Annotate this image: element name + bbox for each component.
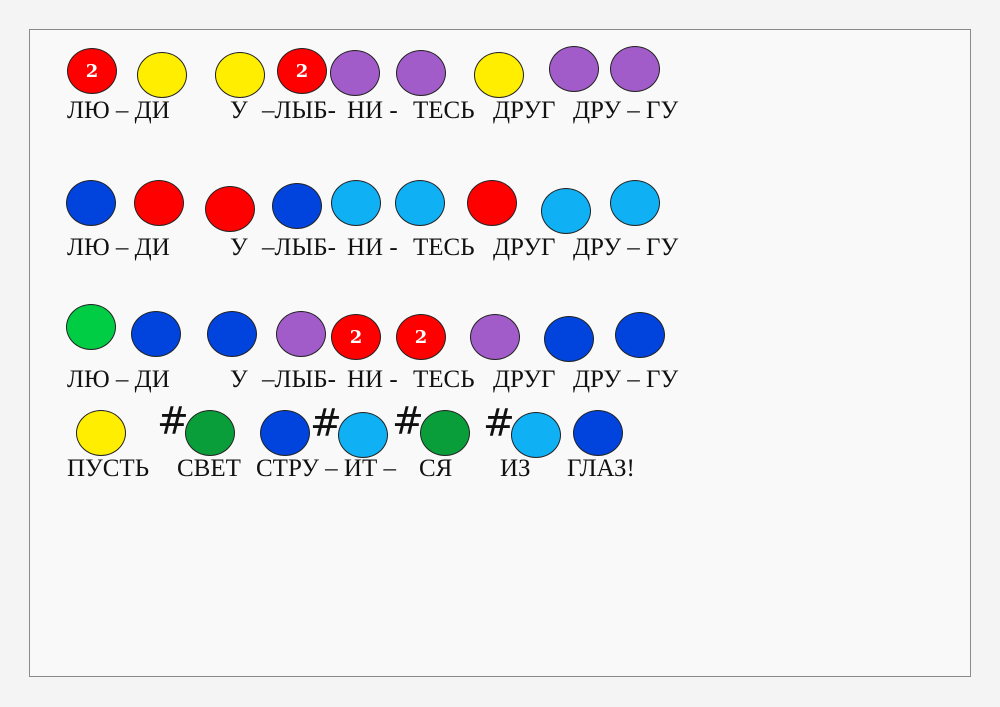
note-circle-blue <box>207 311 257 357</box>
note-circle-blue <box>573 410 623 456</box>
lyric-syllable: ДРУГ <box>493 97 556 124</box>
lyric-syllable: НИ - <box>347 97 398 124</box>
note-circle-lightblue <box>541 188 591 234</box>
lyric-syllable: ДРУ – ГУ <box>573 97 679 124</box>
lyric-syllable: СЯ <box>419 455 453 482</box>
note-circle-violet <box>330 50 380 96</box>
lyric-syllable: НИ - <box>347 366 398 393</box>
note-circle-violet <box>610 46 660 92</box>
lyric-syllable: –ЛЫБ- <box>262 97 336 124</box>
note-circle-darkgreen <box>420 410 470 456</box>
lyric-syllable: ДРУГ <box>493 366 556 393</box>
lyric-syllable: У <box>230 366 248 393</box>
note-circle-yellow <box>76 410 126 456</box>
note-circle-red: 2 <box>331 314 381 360</box>
note-circle-blue <box>260 410 310 456</box>
lyric-syllable: СТРУ – ИТ – <box>256 455 397 482</box>
note-circle-lightblue <box>511 412 561 458</box>
lyric-syllable: –ЛЫБ- <box>262 234 336 261</box>
note-circle-yellow <box>215 52 265 98</box>
note-circle-red: 2 <box>67 48 117 94</box>
lyric-syllable: ДРУ – ГУ <box>573 234 679 261</box>
note-circle-violet <box>396 50 446 96</box>
sharp-sign: # <box>483 401 515 445</box>
lyric-syllable: ТЕСЬ <box>413 234 475 261</box>
lyric-syllable: ТЕСЬ <box>413 97 475 124</box>
lyric-syllable: ИЗ <box>500 455 531 482</box>
note-circle-red: 2 <box>396 314 446 360</box>
lyric-syllable: НИ - <box>347 234 398 261</box>
lyric-syllable: ЛЮ – ДИ <box>67 234 170 261</box>
note-circle-red <box>205 186 255 232</box>
lyric-syllable: ТЕСЬ <box>413 366 475 393</box>
lyric-syllable: У <box>230 97 248 124</box>
lyric-syllable: ЛЮ – ДИ <box>67 366 170 393</box>
sharp-sign: # <box>157 399 189 443</box>
note-circle-blue <box>544 316 594 362</box>
lyric-syllable: СВЕТ <box>177 455 241 482</box>
note-circle-blue <box>66 180 116 226</box>
note-circle-blue <box>615 312 665 358</box>
note-circle-lightblue <box>331 180 381 226</box>
sharp-sign: # <box>392 399 424 443</box>
lyric-syllable: ПУСТЬ <box>67 455 150 482</box>
note-circle-blue <box>272 183 322 229</box>
note-circle-red: 2 <box>277 48 327 94</box>
note-circle-blue <box>131 311 181 357</box>
lyric-syllable: У <box>230 234 248 261</box>
lyric-syllable: ДРУГ <box>493 234 556 261</box>
note-circle-violet <box>549 46 599 92</box>
lyric-syllable: ГЛАЗ! <box>567 455 635 482</box>
lyric-syllable: ДРУ – ГУ <box>573 366 679 393</box>
note-circle-darkgreen <box>185 410 235 456</box>
note-circle-green <box>66 304 116 350</box>
note-circle-lightblue <box>338 412 388 458</box>
note-circle-violet <box>276 311 326 357</box>
lyric-syllable: ЛЮ – ДИ <box>67 97 170 124</box>
note-circle-yellow <box>474 52 524 98</box>
lyric-syllable: –ЛЫБ- <box>262 366 336 393</box>
note-circle-lightblue <box>395 180 445 226</box>
note-circle-red <box>467 180 517 226</box>
note-circle-violet <box>470 314 520 360</box>
note-circle-red <box>134 180 184 226</box>
note-circle-lightblue <box>610 180 660 226</box>
sharp-sign: # <box>310 401 342 445</box>
note-circle-yellow <box>137 52 187 98</box>
